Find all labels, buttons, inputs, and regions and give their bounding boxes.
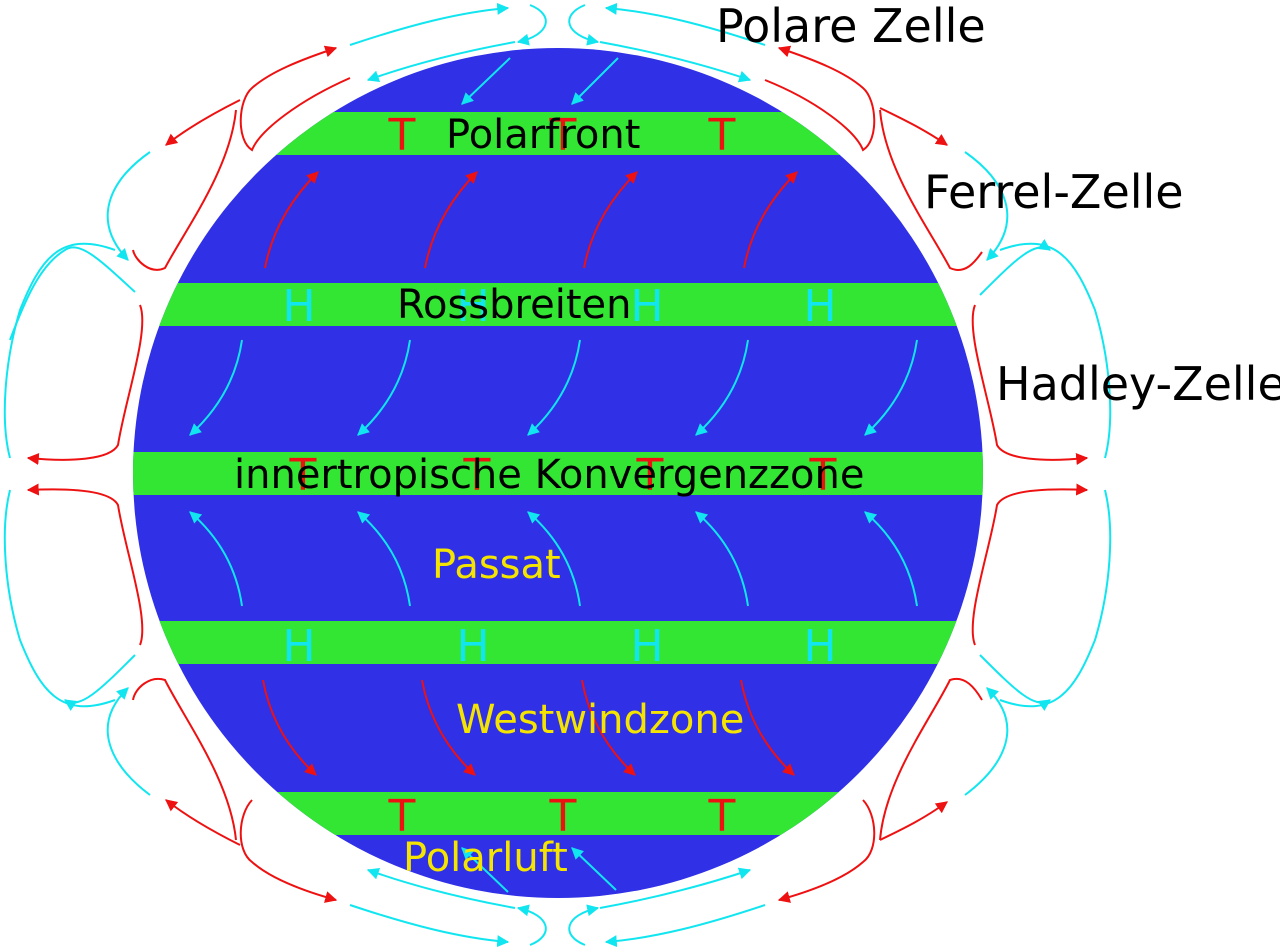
trade-wind-arrow — [527, 339, 581, 436]
polar-cell-loop — [366, 867, 516, 909]
hadley-cell-label: Hadley-Zelle — [996, 357, 1280, 411]
trade-wind-arrow — [695, 339, 749, 436]
polar-wind-arrow — [571, 847, 617, 891]
trade-wind-arrow — [527, 511, 581, 607]
ferrel-cell-loop — [777, 799, 876, 903]
polar-cell-loop — [568, 4, 600, 46]
ferrel-cell-loop — [879, 107, 948, 146]
westerly-arrow — [262, 679, 317, 776]
horse-latitudes-label: Rossbreiten — [397, 282, 631, 328]
high-pressure-marker: H — [803, 621, 836, 672]
polar-cell-loop — [366, 41, 516, 83]
westerly-arrow — [743, 171, 798, 269]
low-pressure-marker: T — [463, 450, 491, 501]
hadley-cell-loop — [979, 654, 1051, 711]
hadley-cell-loop — [971, 304, 1089, 465]
polar-wind-arrow — [571, 57, 619, 105]
high-pressure-marker: H — [456, 621, 489, 672]
westerly-arrow — [424, 171, 478, 269]
polar-cell-loop — [349, 2, 510, 46]
ferrel-cell-label: Ferrel-Zelle — [924, 165, 1184, 219]
surface-wind-arrows — [189, 57, 918, 893]
polar-front-label: Polarfront — [446, 112, 640, 158]
polar-cell-loop — [516, 904, 547, 946]
band-horse-latitudes-south — [133, 621, 983, 664]
itcz-label: innertropische Konvergenzzone — [234, 452, 864, 498]
polar-cell-label: Polare Zelle — [716, 0, 986, 53]
trade-wind-arrow — [695, 511, 749, 607]
hadley-cell-loop — [9, 246, 136, 341]
hadley-cell-loop — [979, 239, 1051, 296]
trade-wind-arrow — [357, 339, 411, 436]
high-pressure-marker: H — [630, 621, 663, 672]
cell-boundary-flow — [964, 151, 1009, 261]
ferrel-cell-loop — [239, 799, 338, 903]
high-pressure-marker: H — [456, 281, 489, 332]
westerly-arrow — [581, 679, 636, 776]
trade-wind-arrow — [357, 511, 411, 607]
low-pressure-marker: T — [708, 791, 736, 842]
ferrel-cell-loop — [132, 109, 237, 271]
polar-cell-loop — [516, 4, 547, 46]
westerly-arrow — [264, 171, 319, 269]
ferrel-cell-loop — [879, 677, 983, 841]
low-pressure-marker: T — [388, 110, 416, 161]
hadley-cell-loop — [3, 489, 116, 708]
ferrel-cell-loop — [879, 801, 948, 841]
low-pressure-marker: T — [636, 450, 664, 501]
polar-cell-loop — [599, 867, 752, 909]
low-pressure-marker: T — [549, 110, 577, 161]
cell-boundary-flow — [106, 687, 151, 796]
hadley-cell-loop — [999, 242, 1112, 459]
band-itcz — [133, 452, 983, 495]
westerly-arrow — [740, 679, 795, 776]
trade-wind-arrow — [864, 511, 918, 607]
trade-wind-arrow — [189, 339, 243, 436]
hadley-cell-loop — [26, 483, 144, 646]
polar-air-label: Polarluft — [403, 835, 568, 881]
high-pressure-marker: H — [630, 281, 663, 332]
hadley-cell-loop — [3, 242, 116, 459]
low-pressure-marker: T — [549, 791, 577, 842]
polar-wind-arrow — [461, 847, 509, 893]
cell-boundary-flow — [964, 687, 1009, 796]
westerly-arrow — [421, 679, 476, 776]
low-pressure-marker: T — [388, 791, 416, 842]
hadley-cell-loop — [26, 304, 144, 465]
polar-cell-loop — [599, 41, 752, 83]
polar-cell-loop — [568, 904, 600, 946]
westerlies-label: Westwindzone — [456, 697, 744, 743]
polar-cell-loop — [604, 904, 766, 948]
trade-wind-arrow — [864, 339, 918, 436]
ferrel-cell-loop — [879, 109, 983, 271]
high-pressure-marker: H — [803, 281, 836, 332]
pressure-markers: T T T H H H H T T T T H H H H T T T — [282, 110, 836, 842]
hadley-cell-loop — [999, 489, 1112, 708]
low-pressure-marker: T — [289, 450, 317, 501]
circulation-cells — [3, 2, 1112, 948]
ferrel-cell-loop — [165, 99, 241, 146]
polar-cell-loop — [349, 904, 510, 948]
polar-wind-arrow — [461, 57, 511, 105]
westerly-arrow — [583, 171, 638, 269]
hadley-cell-loop — [64, 654, 136, 711]
ferrel-cell-loop — [165, 799, 241, 846]
band-horse-latitudes-north — [133, 283, 983, 326]
polar-cell-loop — [604, 2, 766, 46]
ferrel-cell-loop — [132, 677, 237, 841]
high-pressure-marker: H — [282, 621, 315, 672]
trade-wind-arrow — [189, 511, 243, 607]
hadley-cell-loop — [971, 483, 1089, 646]
cell-boundary-flow — [106, 151, 151, 261]
low-pressure-marker: T — [809, 450, 837, 501]
ferrel-cell-loop — [764, 45, 876, 152]
trade-winds-label: Passat — [432, 542, 561, 588]
ferrel-cell-loop — [239, 45, 351, 152]
low-pressure-marker: T — [708, 110, 736, 161]
high-pressure-marker: H — [282, 281, 315, 332]
